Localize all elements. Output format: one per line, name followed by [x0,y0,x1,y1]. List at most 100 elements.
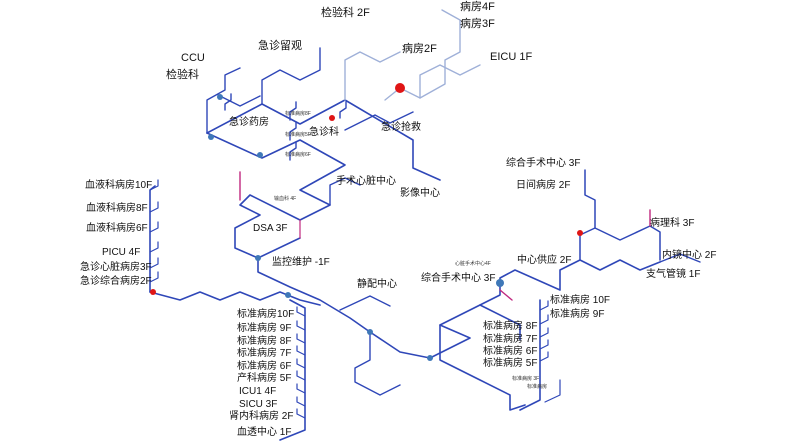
pipe-segment [439,324,526,411]
station-riser [149,221,159,233]
station-label: 支气管镜 1F [646,269,701,280]
station-label: 病房2F [402,43,437,55]
station-riser [289,101,297,121]
station-label: 标准病房 9F [237,323,292,334]
junction-node [329,115,335,121]
station-label: 血液科病房10F [85,180,153,191]
station-riser [296,306,306,317]
station-riser [539,327,549,338]
station-label: SICU 3F [239,399,278,410]
station-label: 病房3F [460,18,495,30]
junction-node [150,289,156,295]
station-label: 标准病房 7F [237,348,292,359]
station-riser [149,201,159,213]
station-label: 标准病房 7F [483,334,538,345]
junction-node [427,355,433,361]
station-label: 产科病房 5F [237,373,292,384]
station-label: 病理科 3F [650,218,695,229]
station-riser [339,101,347,119]
station-label: 中心供应 2F [517,255,572,266]
station-label: 检验科 [166,69,199,81]
station-label: 标准病房 10F [550,295,611,306]
station-label: 标准病房 6F [237,361,292,372]
pipe-segment [594,225,661,261]
station-label: CCU [181,52,205,64]
pipe-segment [149,291,321,306]
station-label: 日间病房 2F [516,180,571,191]
station-label: 急诊留观 [258,40,302,52]
station-riser [296,333,306,344]
junction-node [257,152,263,158]
junction-node [208,134,214,140]
junction-node [496,279,504,287]
station-riser [539,300,549,311]
pipe-segment [261,47,321,105]
pipe-segment [344,51,401,101]
station-riser [296,320,306,331]
station-label: 急诊科 [309,127,339,138]
station-label: 肾内科病房 2F [229,411,294,422]
station-riser [296,370,306,381]
station-label: 标准病房 6F [483,346,538,357]
station-label: ICU1 4F [239,386,277,397]
station-riser [296,383,306,394]
station-riser [296,345,306,356]
station-riser [149,271,159,283]
pipe-segment [354,331,401,396]
pipe-segment [659,253,701,263]
station-label: 急诊药房 [229,117,269,128]
station-riser [289,121,297,141]
station-label: 标准病房10F [237,309,295,320]
station-label: 血液科病房6F [86,223,148,234]
pipe-segment [257,257,431,359]
station-riser [296,396,306,407]
station-label: DSA 3F [253,223,288,234]
junction-node [367,329,373,335]
junction-node [255,255,261,261]
station-label: 检验科 2F [321,7,370,19]
station-label: 标准病房 9F [550,309,605,320]
station-riser [224,93,232,111]
station-label: 综合手术中心 3F [506,158,581,169]
pipe-segment [279,299,306,441]
station-riser [539,351,549,362]
station-label: 标准病房 8F [237,336,292,347]
pipe-segment [206,99,441,181]
station-riser [149,241,159,253]
junction-node [577,230,583,236]
pipe-segment [419,64,481,99]
pipe-segment [206,132,346,259]
station-label: 影像中心 [400,188,440,199]
station-label: 综合手术中心 3F [421,273,496,284]
station-label: 急诊心脏病房3F [80,262,152,273]
station-riser [539,339,549,350]
station-label: 标准病房5F [285,132,311,138]
station-label: 血液科病房8F [86,203,148,214]
pipe-segment [579,169,596,261]
station-label: 病房4F [460,1,495,13]
station-label: 监控维护 -1F [272,257,330,268]
station-label: 标准病房8F [285,111,311,117]
station-label: 手术心脏中心 [336,176,396,187]
junction-node [285,292,291,298]
pipe-segment [429,304,521,359]
pipe-segment [339,295,391,311]
pipe-segment [329,177,361,206]
station-label: 静配中心 [357,279,397,290]
station-riser [149,179,159,191]
station-label: 标准病房 8F [483,321,538,332]
station-label: 血透中心 1F [237,427,292,438]
station-riser [296,358,306,369]
station-riser [149,257,159,269]
junction-node [217,94,223,100]
station-riser [539,314,549,325]
station-label: 内镜中心 2F [662,250,717,261]
station-label: 标准病房 [527,384,548,390]
pipe-segment [206,67,241,134]
station-label: 标准病房6F [285,152,311,158]
pipe-segment [544,379,561,403]
pipe-segment [344,111,414,131]
station-label: 急诊综合病房2F [80,276,152,287]
